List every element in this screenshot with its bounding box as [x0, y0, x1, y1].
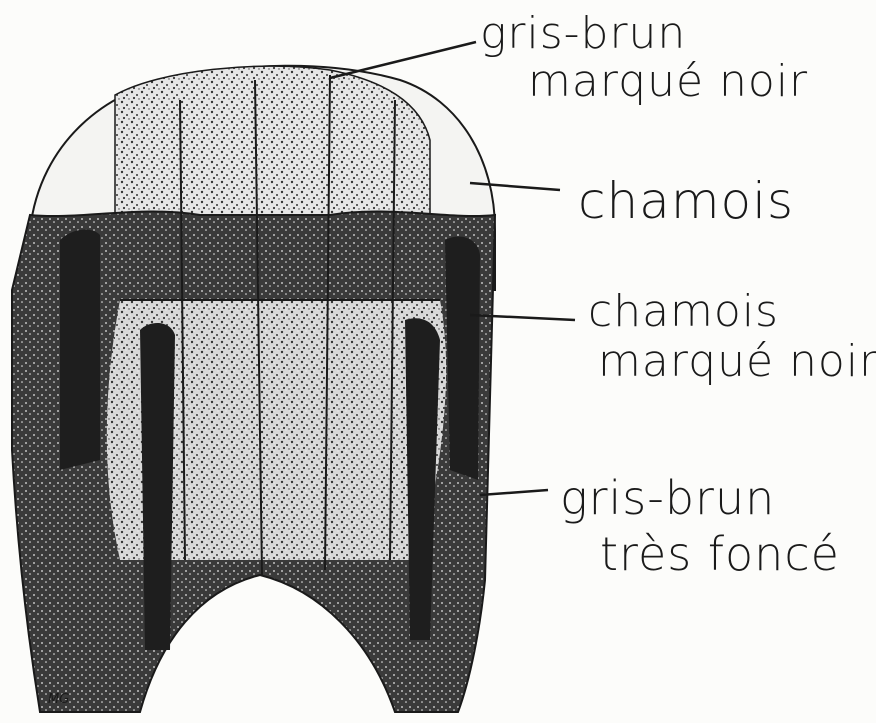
label-line: chamois — [588, 286, 779, 337]
label-gris-brun-marque-noir: gris-brun marqué noir — [480, 12, 808, 104]
label-line: marqué noir — [598, 340, 876, 384]
artist-signature: MG — [48, 692, 69, 707]
label-line: très foncé — [600, 531, 840, 577]
label-line: chamois — [578, 172, 794, 230]
label-chamois: chamois — [578, 176, 794, 226]
label-gris-brun-tres-fonce: gris-brun très foncé — [560, 475, 840, 577]
label-line: marqué noir — [528, 60, 808, 104]
label-line: gris-brun — [560, 471, 775, 525]
label-chamois-marque-noir: chamois marqué noir — [588, 290, 876, 384]
label-line: gris-brun — [480, 8, 686, 59]
